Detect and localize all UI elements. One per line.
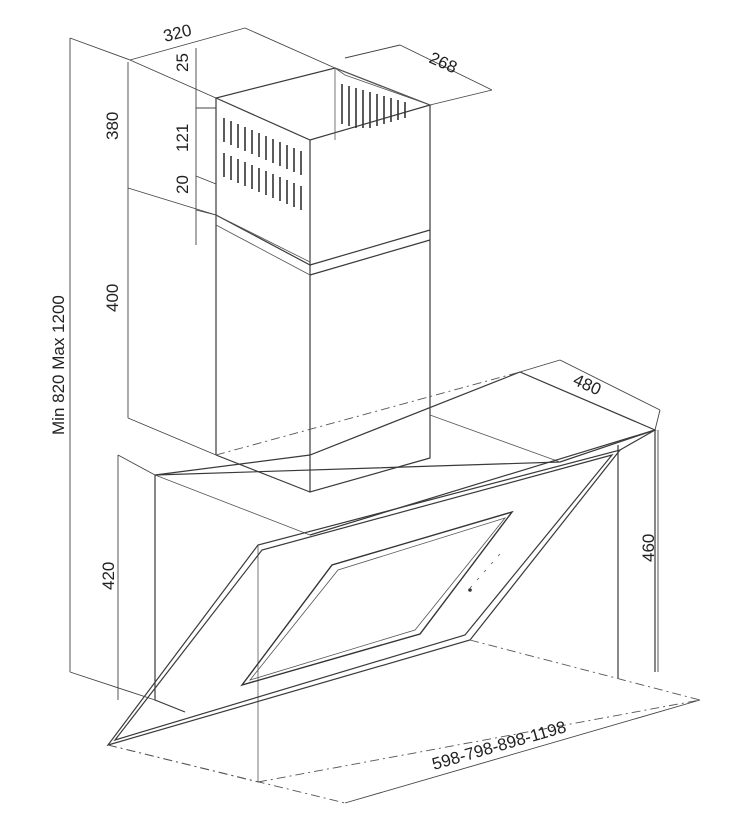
chimney-width-label: 320 — [161, 21, 193, 46]
dimension-lines — [69, 27, 701, 804]
lower-chimney-height-label: 400 — [103, 284, 122, 312]
top-offset-label: 25 — [173, 53, 192, 72]
centre-lines — [107, 371, 701, 804]
hood-body — [154, 371, 657, 782]
total-height-label: Min 820 Max 1200 — [49, 295, 68, 435]
lower-chimney — [215, 215, 431, 493]
upper-chimney — [214, 67, 432, 266]
vent-slots-back — [334, 67, 431, 128]
chimney-depth-label: 268 — [426, 48, 460, 77]
glass-panel — [106, 448, 622, 747]
control-button-icon — [468, 588, 472, 592]
upper-chimney-height-label: 380 — [103, 112, 122, 140]
vent-slots-front — [223, 118, 302, 210]
hood-depth-label: 480 — [570, 370, 604, 399]
hood-width-label: 598-798-898-1198 — [430, 717, 569, 773]
vent-height-label: 121 — [173, 124, 192, 152]
vent-gap-label: 20 — [173, 175, 192, 194]
hood-front-height-label: 460 — [639, 534, 658, 562]
hood-back-height-label: 420 — [99, 562, 118, 590]
